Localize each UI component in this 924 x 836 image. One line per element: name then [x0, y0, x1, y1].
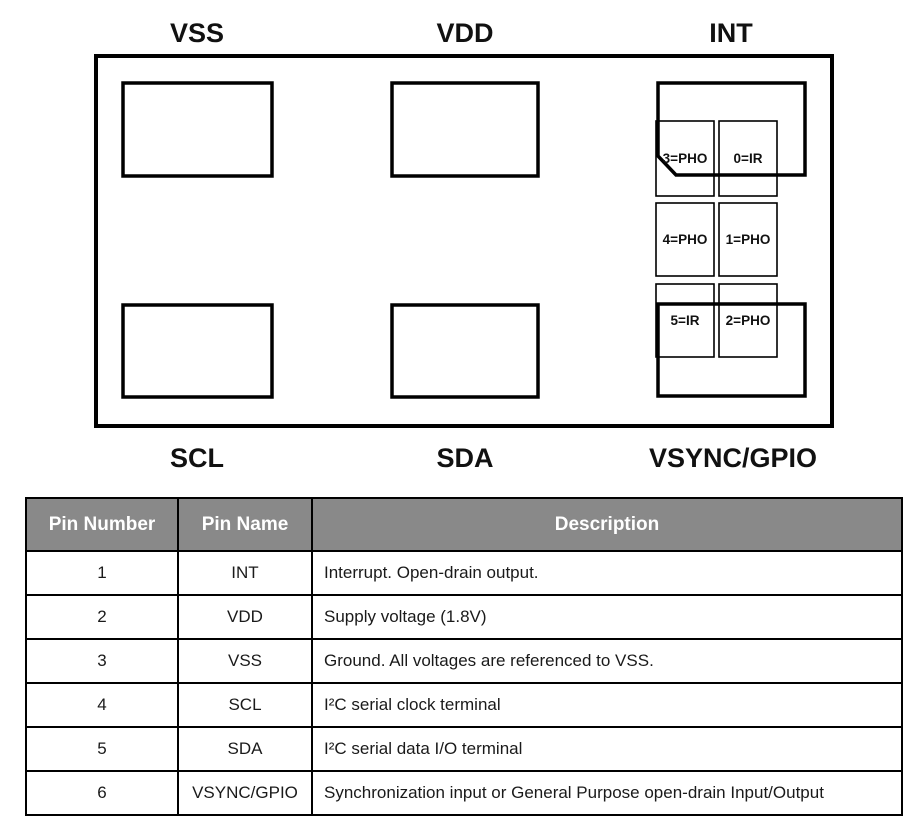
chip-outline: [94, 54, 834, 428]
description-cell: Synchronization input or General Purpose…: [311, 770, 903, 816]
col-header-pin-name: Pin Name: [177, 497, 313, 552]
sensor-cell-4pho-box: [655, 202, 715, 277]
sensor-cell-0ir-box: [718, 120, 778, 197]
table-row: 4 SCL I²C serial clock terminal: [25, 682, 903, 728]
table-row: 2 VDD Supply voltage (1.8V): [25, 594, 903, 640]
pad-int-chamfered: [656, 81, 807, 177]
col-header-pin-number: Pin Number: [25, 497, 179, 552]
pin-label-scl: SCL: [170, 443, 224, 473]
pin-number-cell: 6: [25, 770, 179, 816]
sensor-cell-1pho-box: [718, 202, 778, 277]
description-cell: I²C serial clock terminal: [311, 682, 903, 728]
pad-vss: [121, 81, 274, 178]
description-cell: Interrupt. Open-drain output.: [311, 550, 903, 596]
pin-number-cell: 4: [25, 682, 179, 728]
col-header-description: Description: [311, 497, 903, 552]
sensor-cell-label: 5=IR: [671, 313, 700, 328]
pin-name-cell: SDA: [177, 726, 313, 772]
sensor-cell-label: 0=IR: [734, 151, 763, 166]
table-row: 6 VSYNC/GPIO Synchronization input or Ge…: [25, 770, 903, 816]
pin-name-cell: VDD: [177, 594, 313, 640]
pin-label-vdd: VDD: [436, 18, 493, 48]
description-cell: Ground. All voltages are referenced to V…: [311, 638, 903, 684]
pinout-diagram: 3=PHO 0=IR 4=PHO 1=PHO 5=IR 2=PHO VSS VD…: [94, 18, 834, 473]
pin-name-cell: VSYNC/GPIO: [177, 770, 313, 816]
pin-name-cell: SCL: [177, 682, 313, 728]
description-cell: I²C serial data I/O terminal: [311, 726, 903, 772]
table-row: 5 SDA I²C serial data I/O terminal: [25, 726, 903, 772]
pin-number-cell: 3: [25, 638, 179, 684]
sensor-cell-label: 4=PHO: [663, 232, 708, 247]
sensor-cell-label: 2=PHO: [726, 313, 771, 328]
description-cell: Supply voltage (1.8V): [311, 594, 903, 640]
pin-name-cell: VSS: [177, 638, 313, 684]
table-header-row: Pin Number Pin Name Description: [25, 497, 903, 552]
pad-scl: [121, 303, 274, 399]
sensor-cell-label: 1=PHO: [726, 232, 771, 247]
pad-vsync-gpio: [656, 302, 807, 398]
sensor-cell-label: 3=PHO: [663, 151, 708, 166]
pinout-diagram-canvas: 3=PHO 0=IR 4=PHO 1=PHO 5=IR 2=PHO VSS VD…: [94, 18, 834, 473]
pin-label-vsync-gpio: VSYNC/GPIO: [649, 443, 817, 473]
pin-number-cell: 1: [25, 550, 179, 596]
table-row: 3 VSS Ground. All voltages are reference…: [25, 638, 903, 684]
pin-number-cell: 2: [25, 594, 179, 640]
pad-vdd: [390, 81, 540, 178]
pin-number-cell: 5: [25, 726, 179, 772]
pad-sda: [390, 303, 540, 399]
pin-label-sda: SDA: [436, 443, 493, 473]
sensor-cell-5ir-box: [655, 283, 715, 358]
sensor-cell-3pho-box: [655, 120, 715, 197]
table-row: 1 INT Interrupt. Open-drain output.: [25, 550, 903, 596]
pin-description-table: Pin Number Pin Name Description 1 INT In…: [25, 497, 903, 816]
sensor-cell-2pho-box: [718, 283, 778, 358]
pin-label-vss: VSS: [170, 18, 224, 48]
pin-name-cell: INT: [177, 550, 313, 596]
pin-label-int: INT: [709, 18, 753, 48]
